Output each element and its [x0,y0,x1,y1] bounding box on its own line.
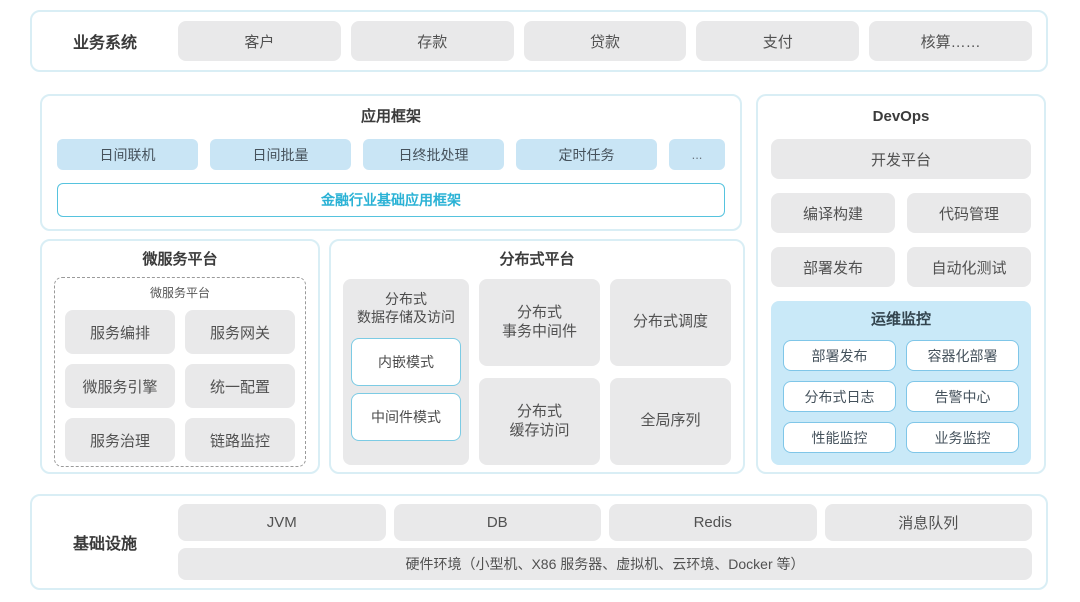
finance-base-framework: 金融行业基础应用框架 [57,183,725,217]
ops-item-performance-monitor: 性能监控 [783,422,896,453]
micro-item-engine: 微服务引擎 [65,364,175,408]
distributed-body: 分布式 数据存储及访问 内嵌模式 中间件模式 分布式 事务中间件 分布式 缓存访… [343,279,731,465]
distributed-col-right: 分布式调度 全局序列 [610,279,731,465]
distributed-col-middle: 分布式 事务中间件 分布式 缓存访问 [479,279,600,465]
app-framework-title: 应用框架 [360,108,421,125]
business-item-payment: 支付 [696,21,860,61]
devops-title: DevOps [872,108,930,125]
ops-monitoring-box: 运维监控 部署发布 容器化部署 分布式日志 告警中心 性能监控 业务监控 [771,301,1031,465]
business-systems-items: 客户 存款 贷款 支付 核算…… [178,21,1032,61]
business-item-loan: 贷款 [523,21,687,61]
infra-item-redis: Redis [609,504,817,541]
microservices-inner-title: 微服务平台 [149,286,210,300]
infrastructure-body: JVM DB Redis 消息队列 硬件环境（小型机、X86 服务器、虚拟机、云… [178,504,1032,580]
micro-item-gateway: 服务网关 [185,310,295,354]
global-sequence: 全局序列 [610,378,731,465]
ops-item-deploy: 部署发布 [783,340,896,371]
infrastructure-label: 基础设施 [72,536,137,553]
infra-item-mq: 消息队列 [824,504,1032,541]
ops-item-container-deploy: 容器化部署 [906,340,1019,371]
distributed-storage-label: 分布式 数据存储及访问 [357,291,455,325]
distributed-cache-access: 分布式 缓存访问 [479,378,600,465]
hardware-environment: 硬件环境（小型机、X86 服务器、虚拟机、云环境、Docker 等） [178,548,1032,580]
devops-item-deploy: 部署发布 [771,247,895,287]
app-framework-items: 日间联机 日间批量 日终批处理 定时任务 ... [57,139,725,170]
devops-item-auto-test: 自动化测试 [907,247,1031,287]
micro-item-orchestration: 服务编排 [65,310,175,354]
distributed-title: 分布式平台 [499,251,575,268]
business-systems-label: 业务系统 [72,35,137,52]
business-item-customer: 客户 [178,21,341,61]
microservices-title: 微服务平台 [142,251,218,268]
framework-item-eod-batch: 日终批处理 [363,139,504,170]
micro-item-unified-config: 统一配置 [185,364,295,408]
distributed-transaction-middleware: 分布式 事务中间件 [479,279,600,366]
distributed-scheduling: 分布式调度 [610,279,731,366]
ops-item-distributed-log: 分布式日志 [783,381,896,412]
distributed-panel: 分布式平台 分布式 数据存储及访问 内嵌模式 中间件模式 分布式 事务中间件 分… [329,239,745,474]
microservices-panel: 微服务平台 微服务平台 服务编排 服务网关 微服务引擎 统一配置 服务治理 链路… [40,239,320,474]
devops-item-code-mgmt: 代码管理 [907,193,1031,233]
storage-mode-middleware: 中间件模式 [351,393,461,441]
app-framework-panel: 应用框架 日间联机 日间批量 日终批处理 定时任务 ... 金融行业基础应用框架 [40,94,742,231]
ops-monitoring-title: 运维监控 [870,311,931,328]
micro-item-trace-monitor: 链路监控 [185,418,295,462]
ops-item-business-monitor: 业务监控 [906,422,1019,453]
distributed-storage-box: 分布式 数据存储及访问 内嵌模式 中间件模式 [343,279,469,465]
framework-item-scheduled-task: 定时任务 [516,139,657,170]
storage-mode-embedded: 内嵌模式 [351,338,461,386]
framework-item-online: 日间联机 [57,139,198,170]
infrastructure-items: JVM DB Redis 消息队列 [178,504,1032,541]
devops-panel: DevOps 开发平台 编译构建 代码管理 部署发布 自动化测试 运维监控 部署… [756,94,1046,474]
infra-item-db: DB [393,504,601,541]
ops-item-alert-center: 告警中心 [906,381,1019,412]
ops-monitoring-items: 部署发布 容器化部署 分布式日志 告警中心 性能监控 业务监控 [783,340,1019,453]
business-item-deposit: 存款 [350,21,514,61]
devops-dev-platform: 开发平台 [771,139,1031,179]
business-item-accounting: 核算…… [869,21,1032,61]
infrastructure-panel: 基础设施 JVM DB Redis 消息队列 硬件环境（小型机、X86 服务器、… [30,494,1048,590]
devops-item-build: 编译构建 [771,193,895,233]
devops-items: 编译构建 代码管理 部署发布 自动化测试 [771,193,1031,287]
infra-item-jvm: JVM [178,504,386,541]
microservices-inner-box: 微服务平台 服务编排 服务网关 微服务引擎 统一配置 服务治理 链路监控 [54,277,306,467]
microservices-items: 服务编排 服务网关 微服务引擎 统一配置 服务治理 链路监控 [65,310,295,462]
framework-item-more: ... [669,139,725,170]
framework-item-day-batch: 日间批量 [210,139,351,170]
business-systems-panel: 业务系统 客户 存款 贷款 支付 核算…… [30,10,1048,72]
micro-item-governance: 服务治理 [65,418,175,462]
